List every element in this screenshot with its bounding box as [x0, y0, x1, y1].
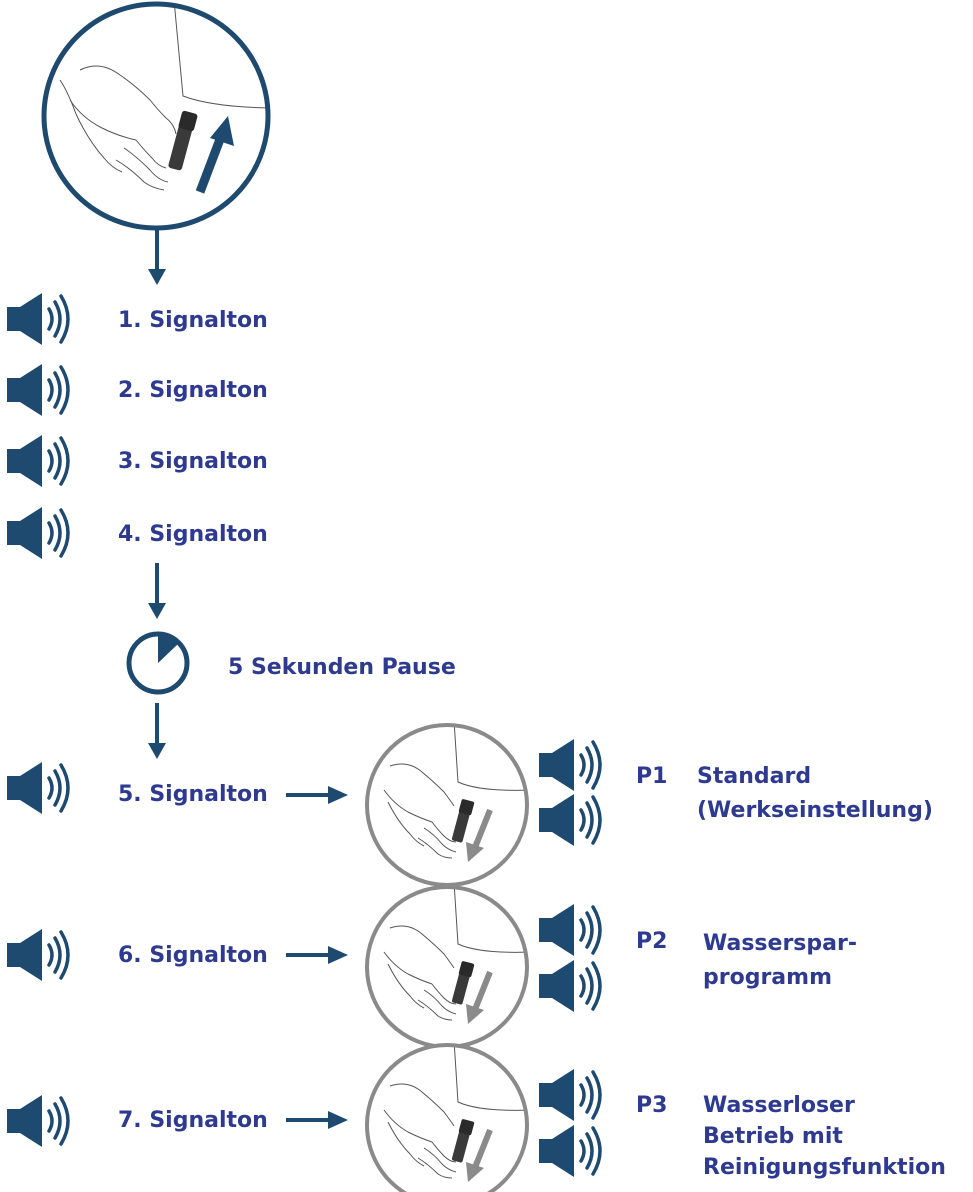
signal-label: 4. Signalton — [118, 522, 268, 547]
program-code: P3 — [636, 1093, 668, 1118]
speaker-sound-icon — [539, 739, 602, 791]
arrow-right-icon — [286, 786, 348, 804]
arrow-down-icon — [148, 229, 166, 285]
program-description-line: (Werkseinstellung) — [697, 798, 933, 823]
signal-label: 5. Signalton — [118, 782, 268, 807]
speaker-sound-icon — [7, 762, 70, 814]
speaker-sound-icon — [539, 960, 602, 1012]
speaker-sound-icon — [7, 435, 70, 487]
hand-push-down-illustration — [365, 1043, 529, 1192]
hand-push-down-illustration — [365, 885, 529, 1049]
signal-label: 7. Signalton — [118, 1108, 268, 1133]
speaker-sound-icon — [539, 1069, 602, 1121]
speaker-sound-icon — [7, 293, 70, 345]
signal-label: 2. Signalton — [118, 378, 268, 403]
arrow-down-icon — [148, 563, 166, 619]
timer-icon — [126, 631, 190, 695]
program-description-line: Wasserspar- — [703, 931, 857, 956]
hand-pull-up-illustration — [41, 1, 271, 231]
signal-label: 3. Signalton — [118, 449, 268, 474]
program-description-line: programm — [703, 965, 833, 990]
speaker-sound-icon — [7, 929, 70, 981]
speaker-sound-icon — [539, 1125, 602, 1177]
speaker-sound-icon — [7, 1095, 70, 1147]
speaker-sound-icon — [539, 794, 602, 846]
program-code: P2 — [636, 929, 668, 954]
speaker-sound-icon — [539, 904, 602, 956]
signal-label: 1. Signalton — [118, 308, 268, 333]
program-description-line: Wasserloser — [703, 1093, 855, 1118]
program-code: P1 — [636, 764, 668, 789]
program-description-line: Standard — [697, 764, 812, 789]
speaker-sound-icon — [7, 364, 70, 416]
program-description-line: Betrieb mit — [703, 1124, 843, 1149]
signal-label: 6. Signalton — [118, 943, 268, 968]
arrow-right-icon — [286, 946, 348, 964]
program-description-line: Reinigungsfunktion — [703, 1155, 946, 1180]
pause-label: 5 Sekunden Pause — [228, 655, 456, 680]
hand-push-down-illustration — [365, 723, 529, 887]
arrow-right-icon — [286, 1111, 348, 1129]
arrow-down-icon — [148, 703, 166, 759]
speaker-sound-icon — [7, 507, 70, 559]
